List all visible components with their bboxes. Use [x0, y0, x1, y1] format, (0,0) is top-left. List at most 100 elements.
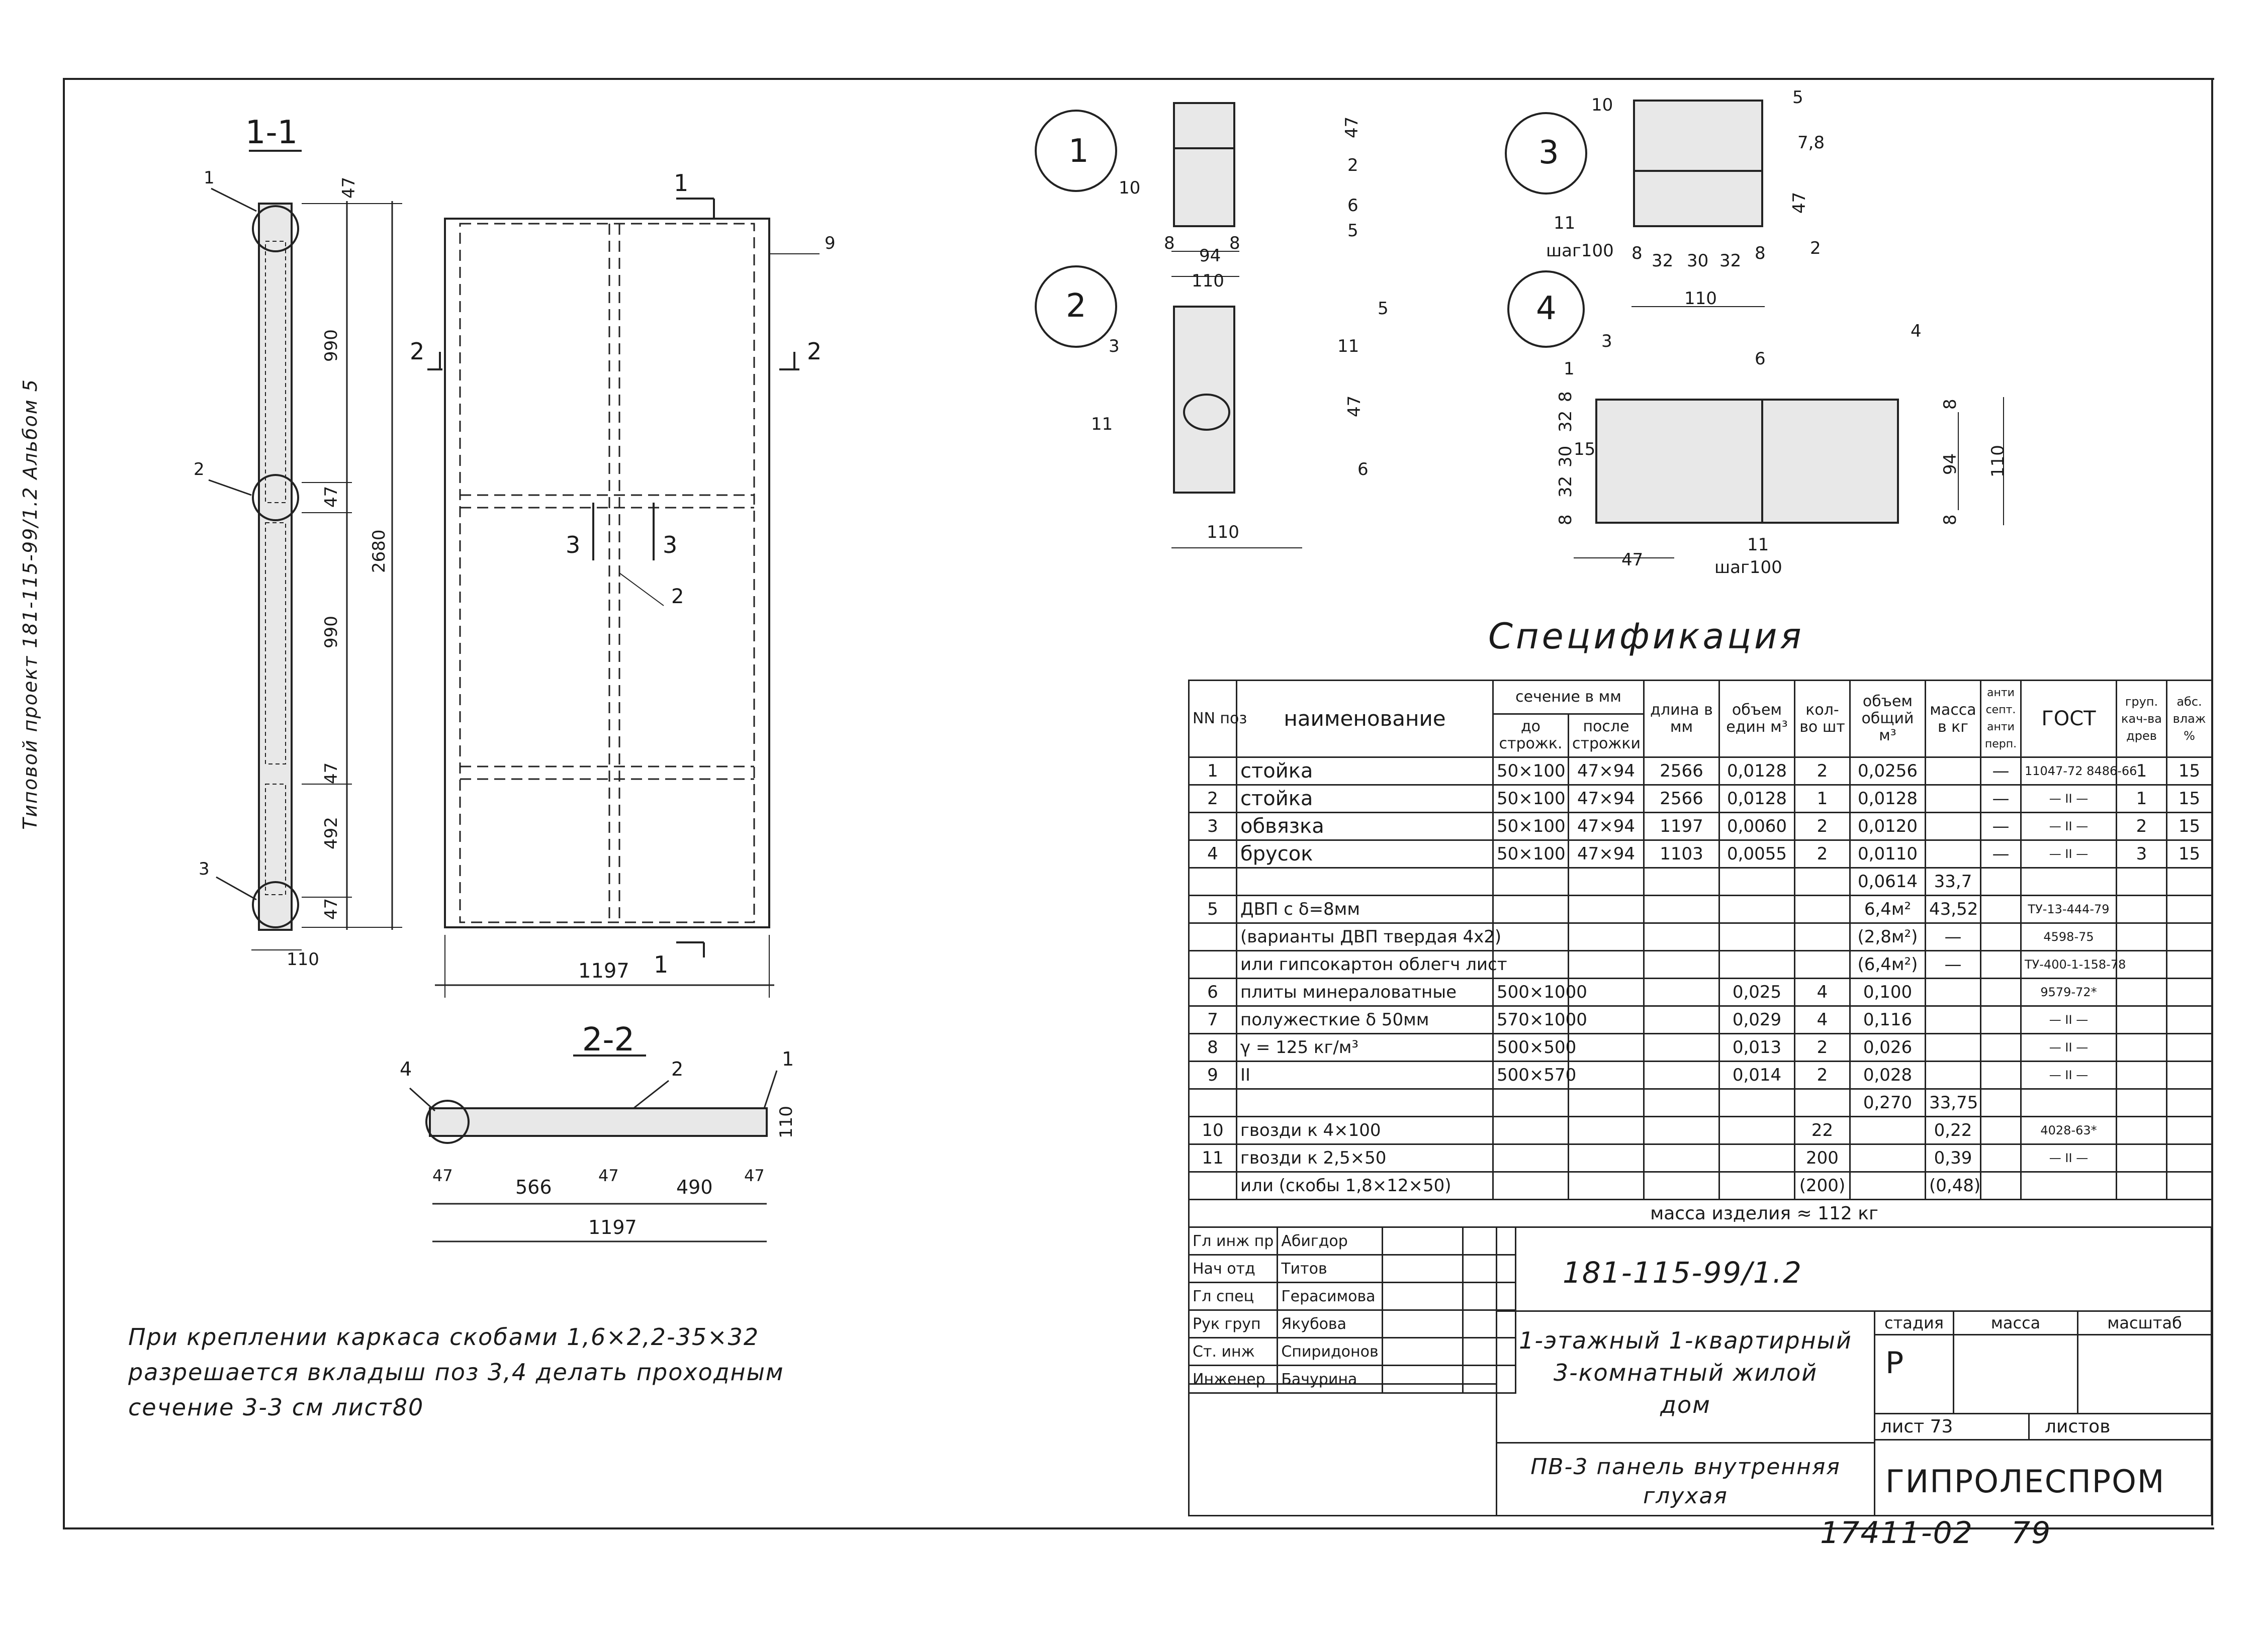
spec-cell: [1568, 1061, 1645, 1090]
spec-cell: [1718, 1088, 1795, 1117]
spec-cell: [1849, 1171, 1926, 1200]
spec-cell: [1492, 1143, 1569, 1173]
spec-cell: [1980, 1171, 2022, 1200]
hdr-length: длина в мм: [1643, 680, 1720, 758]
signature-cell: [1381, 1254, 1464, 1283]
spec-cell: (6,4м²): [1849, 950, 1926, 979]
scale-label-cell: масштаб: [2077, 1310, 2212, 1335]
note: При креплении каркаса скобами 1,6×2,2-35…: [128, 1319, 784, 1425]
drawing-name-line-2: глухая: [1643, 1483, 1728, 1509]
spec-total-row: масса изделия ≈ 112 кг: [1188, 1199, 2213, 1228]
s22-dim-490: 490: [676, 1176, 713, 1198]
spec-cell: 2566: [1643, 756, 1720, 786]
spec-cell: [2116, 867, 2167, 896]
spec-cell: [2116, 1116, 2167, 1145]
signature-cell: [1462, 1309, 1516, 1338]
d2-num: 2: [1066, 287, 1086, 325]
scale-label: масштаб: [2107, 1313, 2182, 1332]
front-cut-2-left: 2: [410, 338, 424, 365]
signer-role: Гл инж пр: [1188, 1226, 1279, 1256]
spec-cell: [1849, 1116, 1926, 1145]
sheets-label-cell: листов: [2028, 1413, 2212, 1441]
stage-label-cell: стадия: [1874, 1310, 1954, 1335]
spec-cell: обвязка: [1236, 812, 1494, 841]
spec-cell: [2116, 1088, 2167, 1117]
spec-cell: 2: [1794, 756, 1851, 786]
spec-cell: [1980, 1116, 2022, 1145]
spec-cell: 500×570: [1492, 1061, 1576, 1090]
spec-cell: 570×1000: [1492, 1005, 1587, 1034]
mass-value-cell: [1953, 1334, 2078, 1414]
note-line-3: сечение 3-3 см лист80: [128, 1394, 424, 1421]
spec-cell: 0,0128: [1849, 784, 1926, 813]
signature-cell: [1381, 1365, 1464, 1394]
org-name: ГИПРОЛЕСПРОМ: [1885, 1463, 2165, 1500]
signature-cell: [1381, 1337, 1464, 1366]
spec-cell: 0,029: [1718, 1005, 1795, 1034]
spec-cell: 0,028: [1849, 1061, 1926, 1090]
spec-cell: 0,0614: [1849, 867, 1926, 896]
spec-cell: 0,026: [1849, 1033, 1926, 1062]
spec-cell: [1643, 978, 1720, 1007]
spec-row: (варианты ДВП твердая 4х2)(2,8м²)—4598-7…: [1188, 922, 2213, 951]
spec-cell: 33,7: [1925, 867, 1981, 896]
spec-cell: [1718, 922, 1795, 951]
spec-cell: [1492, 1171, 1569, 1200]
front-cut-1-top: 1: [674, 169, 688, 197]
section-2-2: 2-2: [409, 1021, 778, 1242]
spec-cell: [2116, 922, 2167, 951]
spec-header-row-2: до строжк. после строжки: [1189, 713, 2212, 758]
s22-dim-47c: 47: [744, 1166, 765, 1185]
spec-cell: [1718, 895, 1795, 924]
s11-dim-492: 492: [321, 817, 341, 849]
spec-cell: [2116, 1033, 2167, 1062]
spec-cell: ДВП с δ=8мм: [1236, 895, 1494, 924]
s22-mark-4: 4: [400, 1058, 412, 1080]
spec-cell: [1980, 922, 2022, 951]
spec-cell: 2: [2116, 812, 2167, 841]
front-cut-3-left: 3: [566, 531, 580, 558]
s22-dim-1197: 1197: [588, 1216, 637, 1238]
spec-cell: [1643, 950, 1720, 979]
signature-cell: [1381, 1309, 1464, 1338]
spec-cell: 7: [1188, 1005, 1237, 1034]
spec-header-row-1: NN поз наименование сечение в мм длина в…: [1188, 680, 2213, 758]
signature-cell: [1462, 1365, 1516, 1394]
d3-dim-30: 30: [1687, 251, 1708, 271]
s11-dim-47d: 47: [321, 898, 341, 920]
d1-num: 1: [1068, 133, 1089, 170]
d3-dim-32b: 32: [1719, 251, 1741, 271]
spec-cell: [1492, 895, 1569, 924]
spec-cell: 500×1000: [1492, 978, 1587, 1007]
spec-cell: [1718, 1171, 1795, 1200]
d1-lbl-6: 6: [1347, 196, 1358, 216]
spec-cell: (200): [1794, 1171, 1851, 1200]
spec-cell: — II —: [2020, 1033, 2117, 1062]
spec-row: или гипсокартон облегч лист(6,4м²)—ТУ-40…: [1188, 950, 2213, 979]
signer-name: Титов: [1277, 1254, 1383, 1283]
spec-cell: 3: [2116, 839, 2167, 869]
spec-cell: [1568, 1033, 1645, 1062]
spec-cell: [2166, 1033, 2213, 1062]
spec-cell: [1188, 1171, 1237, 1200]
spec-cell: 0,39: [1925, 1143, 1981, 1173]
spec-cell: — II —: [2020, 839, 2117, 869]
spec-table: NN поз наименование сечение в мм длина в…: [1188, 680, 2213, 1228]
hdr-moisture: абс. влаж %: [2166, 680, 2213, 758]
spec-cell: 6,4м²: [1849, 895, 1926, 924]
project-name: 1-этажный 1-квартирный 3-комнатный жилой…: [1497, 1324, 1874, 1421]
spec-cell: 0,025: [1718, 978, 1795, 1007]
spec-cell: стойка: [1236, 756, 1494, 786]
spec-cell: [1568, 1116, 1645, 1145]
section-1-1-title: 1-1: [245, 114, 298, 151]
front-cut-2-right: 2: [807, 338, 822, 365]
spec-cell: [2020, 867, 2117, 896]
d3-dim-8b: 8: [1755, 243, 1766, 263]
